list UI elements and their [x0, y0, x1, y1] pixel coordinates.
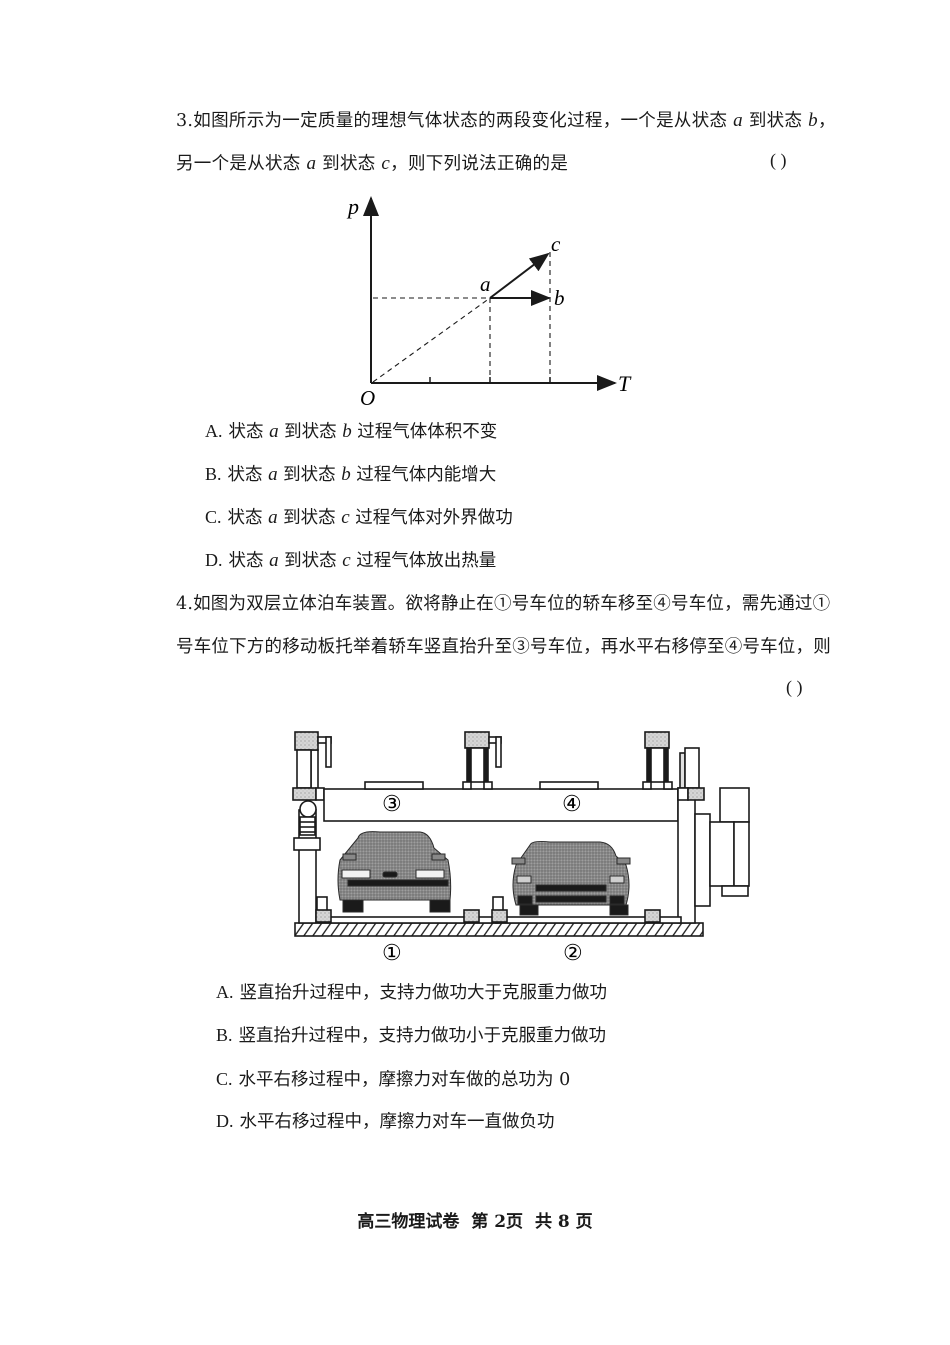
- x-axis-label: T: [618, 371, 632, 396]
- q3-option-c[interactable]: C.状态 a 到状态 c 过程气体对外界做功: [205, 507, 513, 528]
- pt-graph: p T O a b c: [346, 194, 632, 410]
- q4-line2: 号车位下方的移动板托举着轿车竖直抬升至③号车位，再水平右移停至④号车位，则: [176, 637, 831, 657]
- q3-line1: 3.如图所示为一定质量的理想气体状态的两段变化过程，一个是从状态 a 到状态 b…: [176, 110, 836, 131]
- slot-1-label: ①: [382, 940, 402, 965]
- exam-title: 高三物理试卷: [357, 1212, 460, 1232]
- point-c-label: c: [551, 232, 561, 256]
- q3-answer-blank: ( ): [770, 150, 787, 170]
- car-slot-2: [511, 840, 631, 916]
- q3-option-d[interactable]: D.状态 a 到状态 c 过程气体放出热量: [205, 550, 497, 571]
- q3-number: 3.: [176, 111, 194, 131]
- parking-diagram: ③ ④ ① ②: [292, 731, 750, 965]
- slot-3-label: ③: [382, 791, 402, 816]
- q4-answer-blank: ( ): [786, 677, 803, 697]
- car-slot-1: [337, 831, 452, 913]
- page-number: 第 2页: [471, 1212, 524, 1232]
- arrow-a-to-c: [489, 252, 550, 299]
- page-footer: 高三物理试卷 第 2页 共 8 页: [0, 1207, 950, 1232]
- q3-option-a[interactable]: A.状态 a 到状态 b 过程气体体积不变: [205, 421, 498, 442]
- slot-4-label: ④: [562, 791, 582, 816]
- upper-platform: [323, 788, 679, 822]
- point-b-label: b: [554, 286, 565, 310]
- slot-2-label: ②: [563, 940, 583, 965]
- q4-option-c[interactable]: C.水平右移过程中，摩擦力对车做的总功为 0: [216, 1069, 571, 1090]
- q3-line2: 另一个是从状态 a 到状态 c，则下列说法正确的是: [176, 153, 569, 174]
- q4-option-a[interactable]: A.竖直抬升过程中，支持力做功大于克服重力做功: [216, 982, 607, 1003]
- point-a-label: a: [480, 272, 491, 296]
- q4-option-b[interactable]: B.竖直抬升过程中，支持力做功小于克服重力做功: [216, 1025, 607, 1046]
- origin-label: O: [360, 386, 375, 410]
- ground-base: [294, 922, 704, 937]
- y-axis-label: p: [346, 194, 359, 219]
- q4-option-d[interactable]: D.水平右移过程中，摩擦力对车一直做负功: [216, 1111, 555, 1132]
- page-total: 共 8 页: [534, 1212, 593, 1232]
- q3-option-b[interactable]: B.状态 a 到状态 b 过程气体内能增大: [205, 464, 497, 485]
- q4-line1: 4.如图为双层立体泊车装置。欲将静止在①号车位的轿车移至④号车位，需先通过①: [176, 594, 831, 614]
